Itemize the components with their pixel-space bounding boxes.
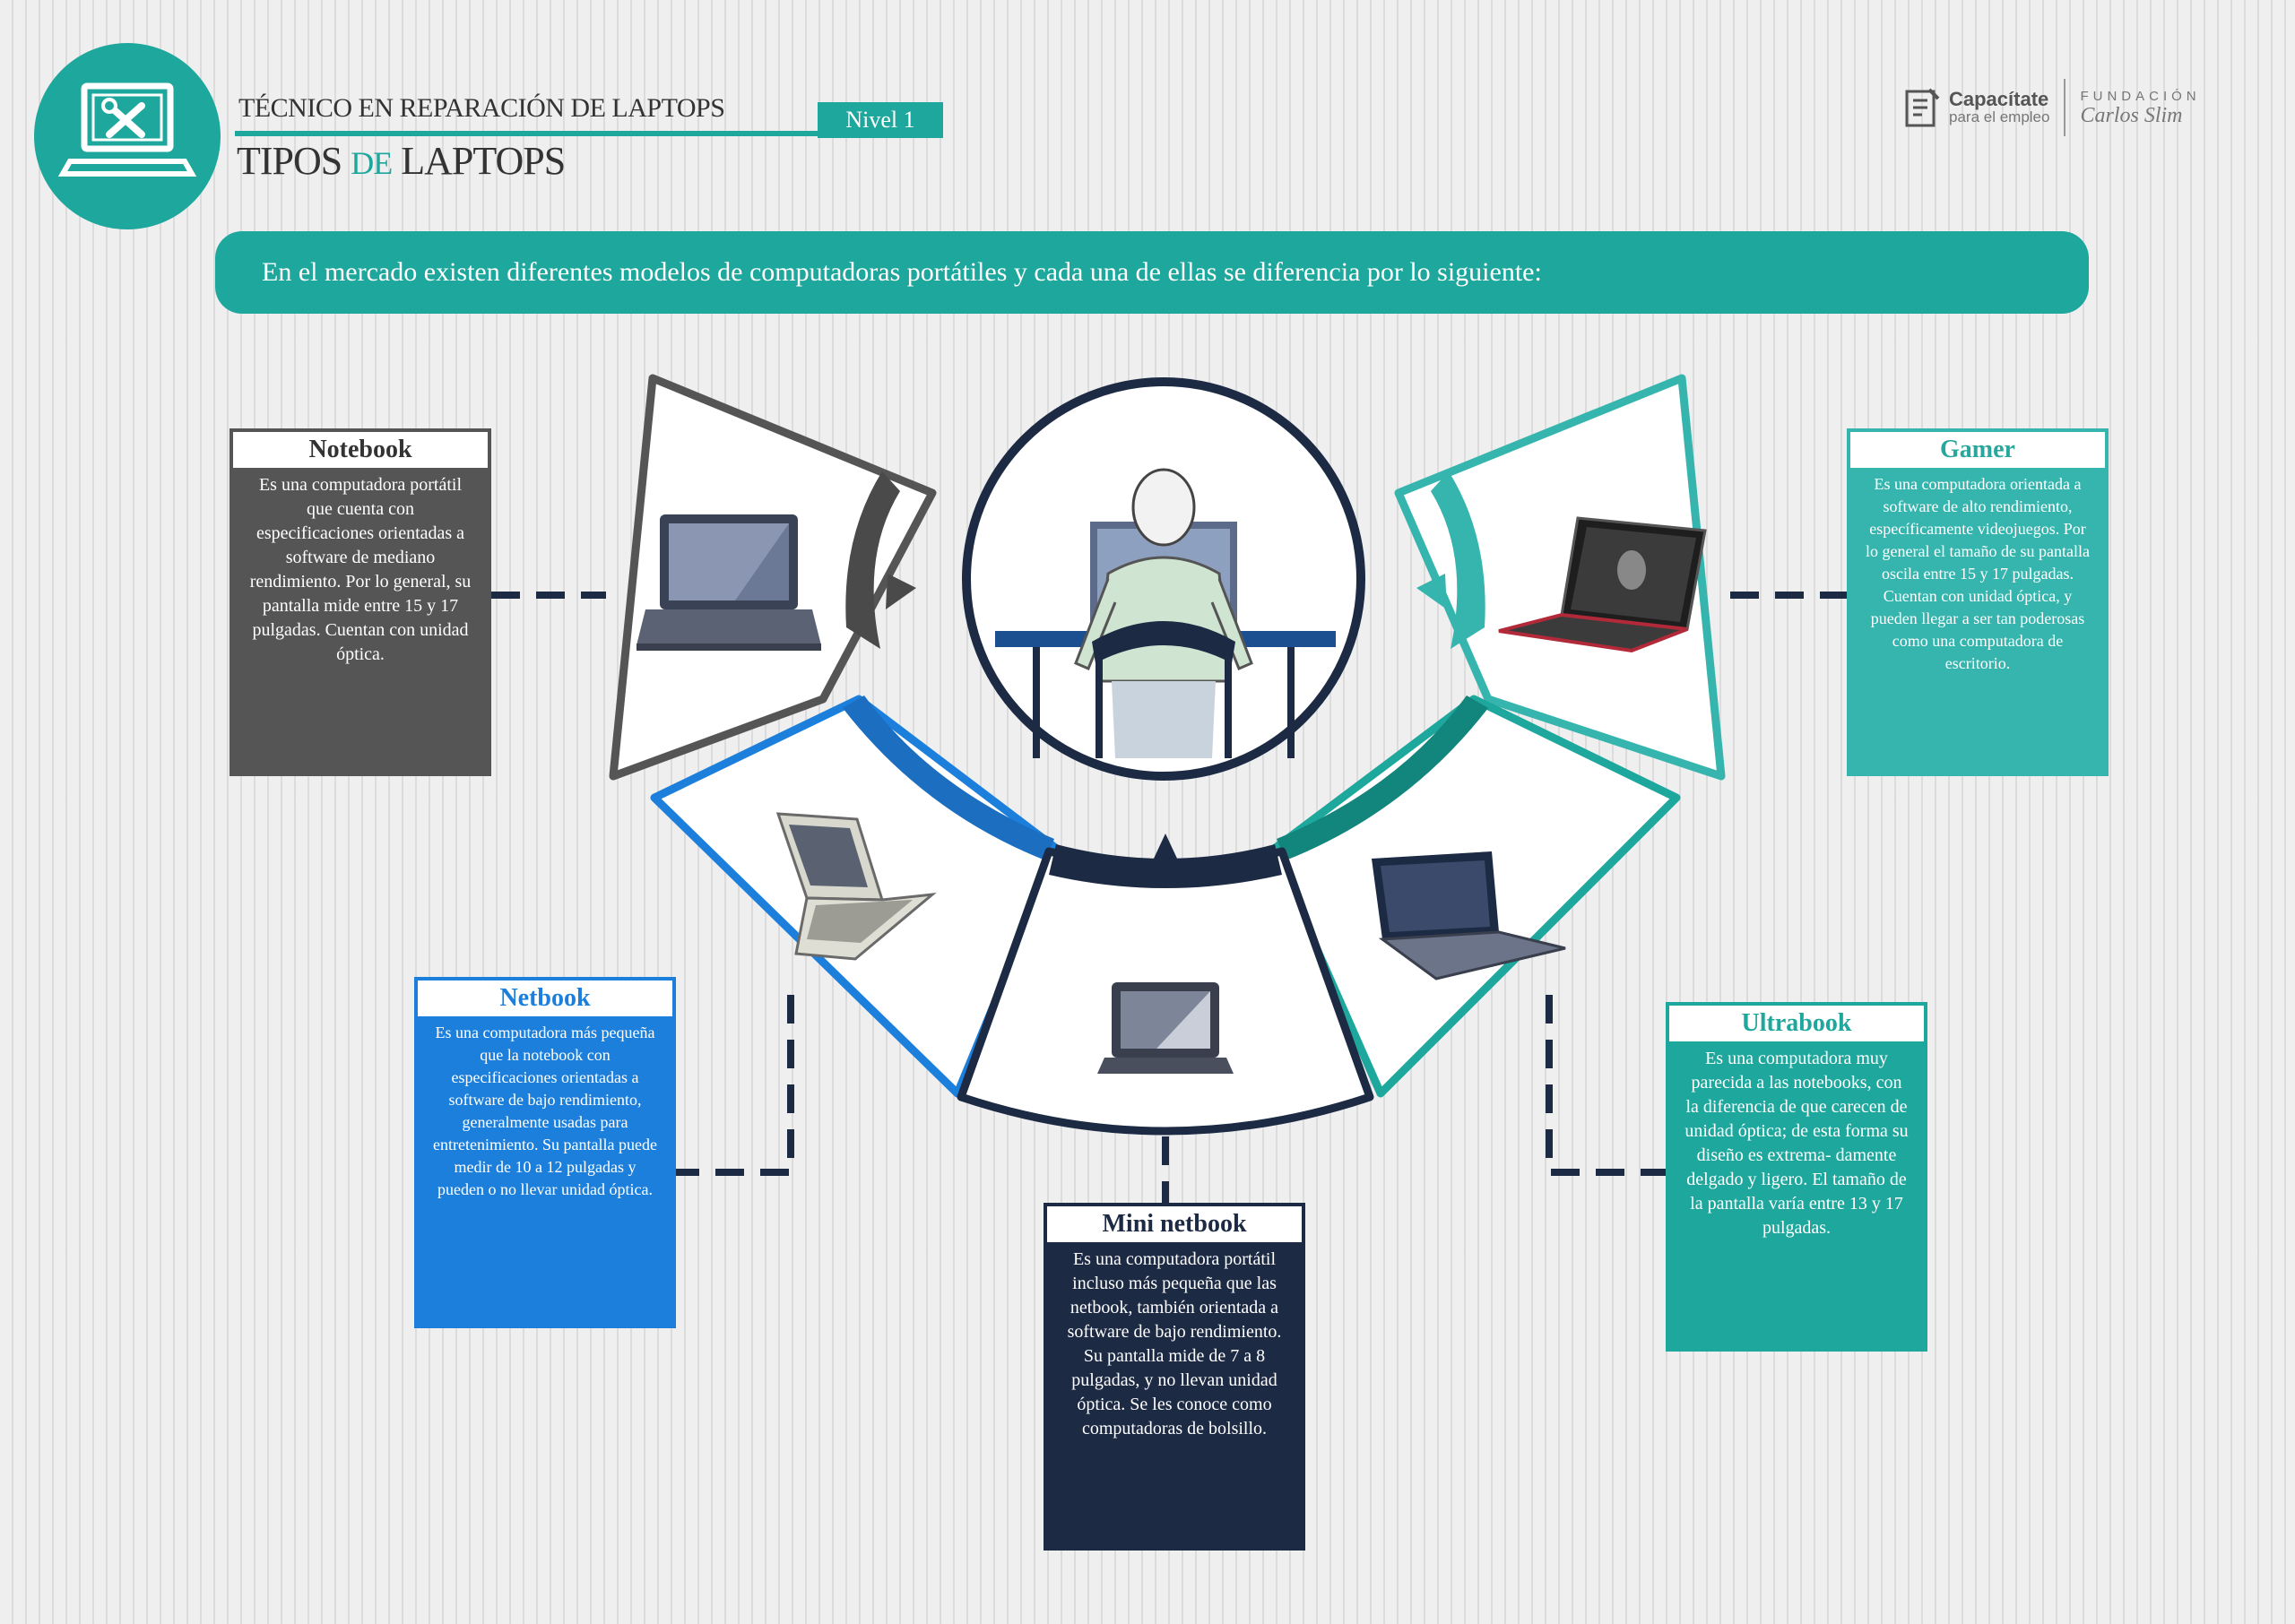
netbook-description: Es una computadora más pequeña que la no… [433, 1024, 657, 1198]
gamer-info-box: Gamer Es una computadora orientada a sof… [1847, 428, 2109, 776]
foundation-name: Carlos Slim [2080, 104, 2183, 127]
page-title-part-3: LAPTOPS [392, 139, 566, 183]
gamer-title: Gamer [1850, 432, 2105, 468]
notebook-title: Notebook [233, 432, 488, 468]
capacitate-logo-icon [1905, 88, 1940, 127]
connector-lines [491, 592, 1847, 1203]
ultrabook-info-box: Ultrabook Es una computadora muy parecid… [1666, 1002, 1927, 1352]
gamer-description: Es una computadora orientada a software … [1866, 475, 2090, 672]
center-person-illustration [962, 377, 1365, 781]
foundation-label: FUNDACIÓN [2080, 89, 2201, 104]
segment-gamer [1394, 374, 1726, 781]
netbook-title: Netbook [418, 980, 672, 1016]
page-title-part-2: DE [351, 145, 393, 181]
mini-netbook-info-box: Mini netbook Es una computadora portátil… [1044, 1203, 1305, 1551]
brand-tagline: para el empleo [1949, 108, 2050, 125]
netbook-info-box: Netbook Es una computadora más pequeña q… [414, 977, 676, 1328]
intro-banner: En el mercado existen diferentes modelos… [215, 231, 2089, 314]
gamer-laptop-icon [1498, 516, 1707, 653]
netbook-laptop-icon [775, 812, 937, 961]
page-title: TIPOS DE LAPTOPS [237, 138, 566, 184]
connector-netbook [676, 995, 794, 1176]
ultrabook-description: Es una computadora muy parecida a las no… [1684, 1049, 1909, 1238]
brand-name: Capacítate [1949, 88, 2049, 110]
level-badge: Nivel 1 [818, 102, 943, 138]
laptop-tools-icon [57, 82, 197, 177]
brand-divider [2064, 79, 2066, 136]
page-title-part-1: TIPOS [237, 139, 351, 183]
ultrabook-laptop-icon [1372, 851, 1566, 980]
notebook-laptop-icon [637, 514, 821, 651]
laptop-repair-logo [34, 43, 221, 229]
brand-logos: Capacítate para el empleo FUNDACIÓN Carl… [1904, 79, 2201, 136]
course-title: TÉCNICO EN REPARACIÓN DE LAPTOPS [238, 93, 725, 123]
mini-netbook-description: Es una computadora portátil incluso más … [1067, 1249, 1282, 1438]
notebook-description: Es una computadora portátil que cuenta c… [249, 475, 472, 664]
mini-netbook-title: Mini netbook [1047, 1206, 1302, 1242]
header-underline [235, 131, 943, 136]
ultrabook-title: Ultrabook [1669, 1006, 1924, 1041]
notebook-info-box: Notebook Es una computadora portátil que… [230, 428, 491, 776]
connector-ultrabook [1546, 995, 1666, 1176]
mini-netbook-laptop-icon [1097, 982, 1234, 1074]
